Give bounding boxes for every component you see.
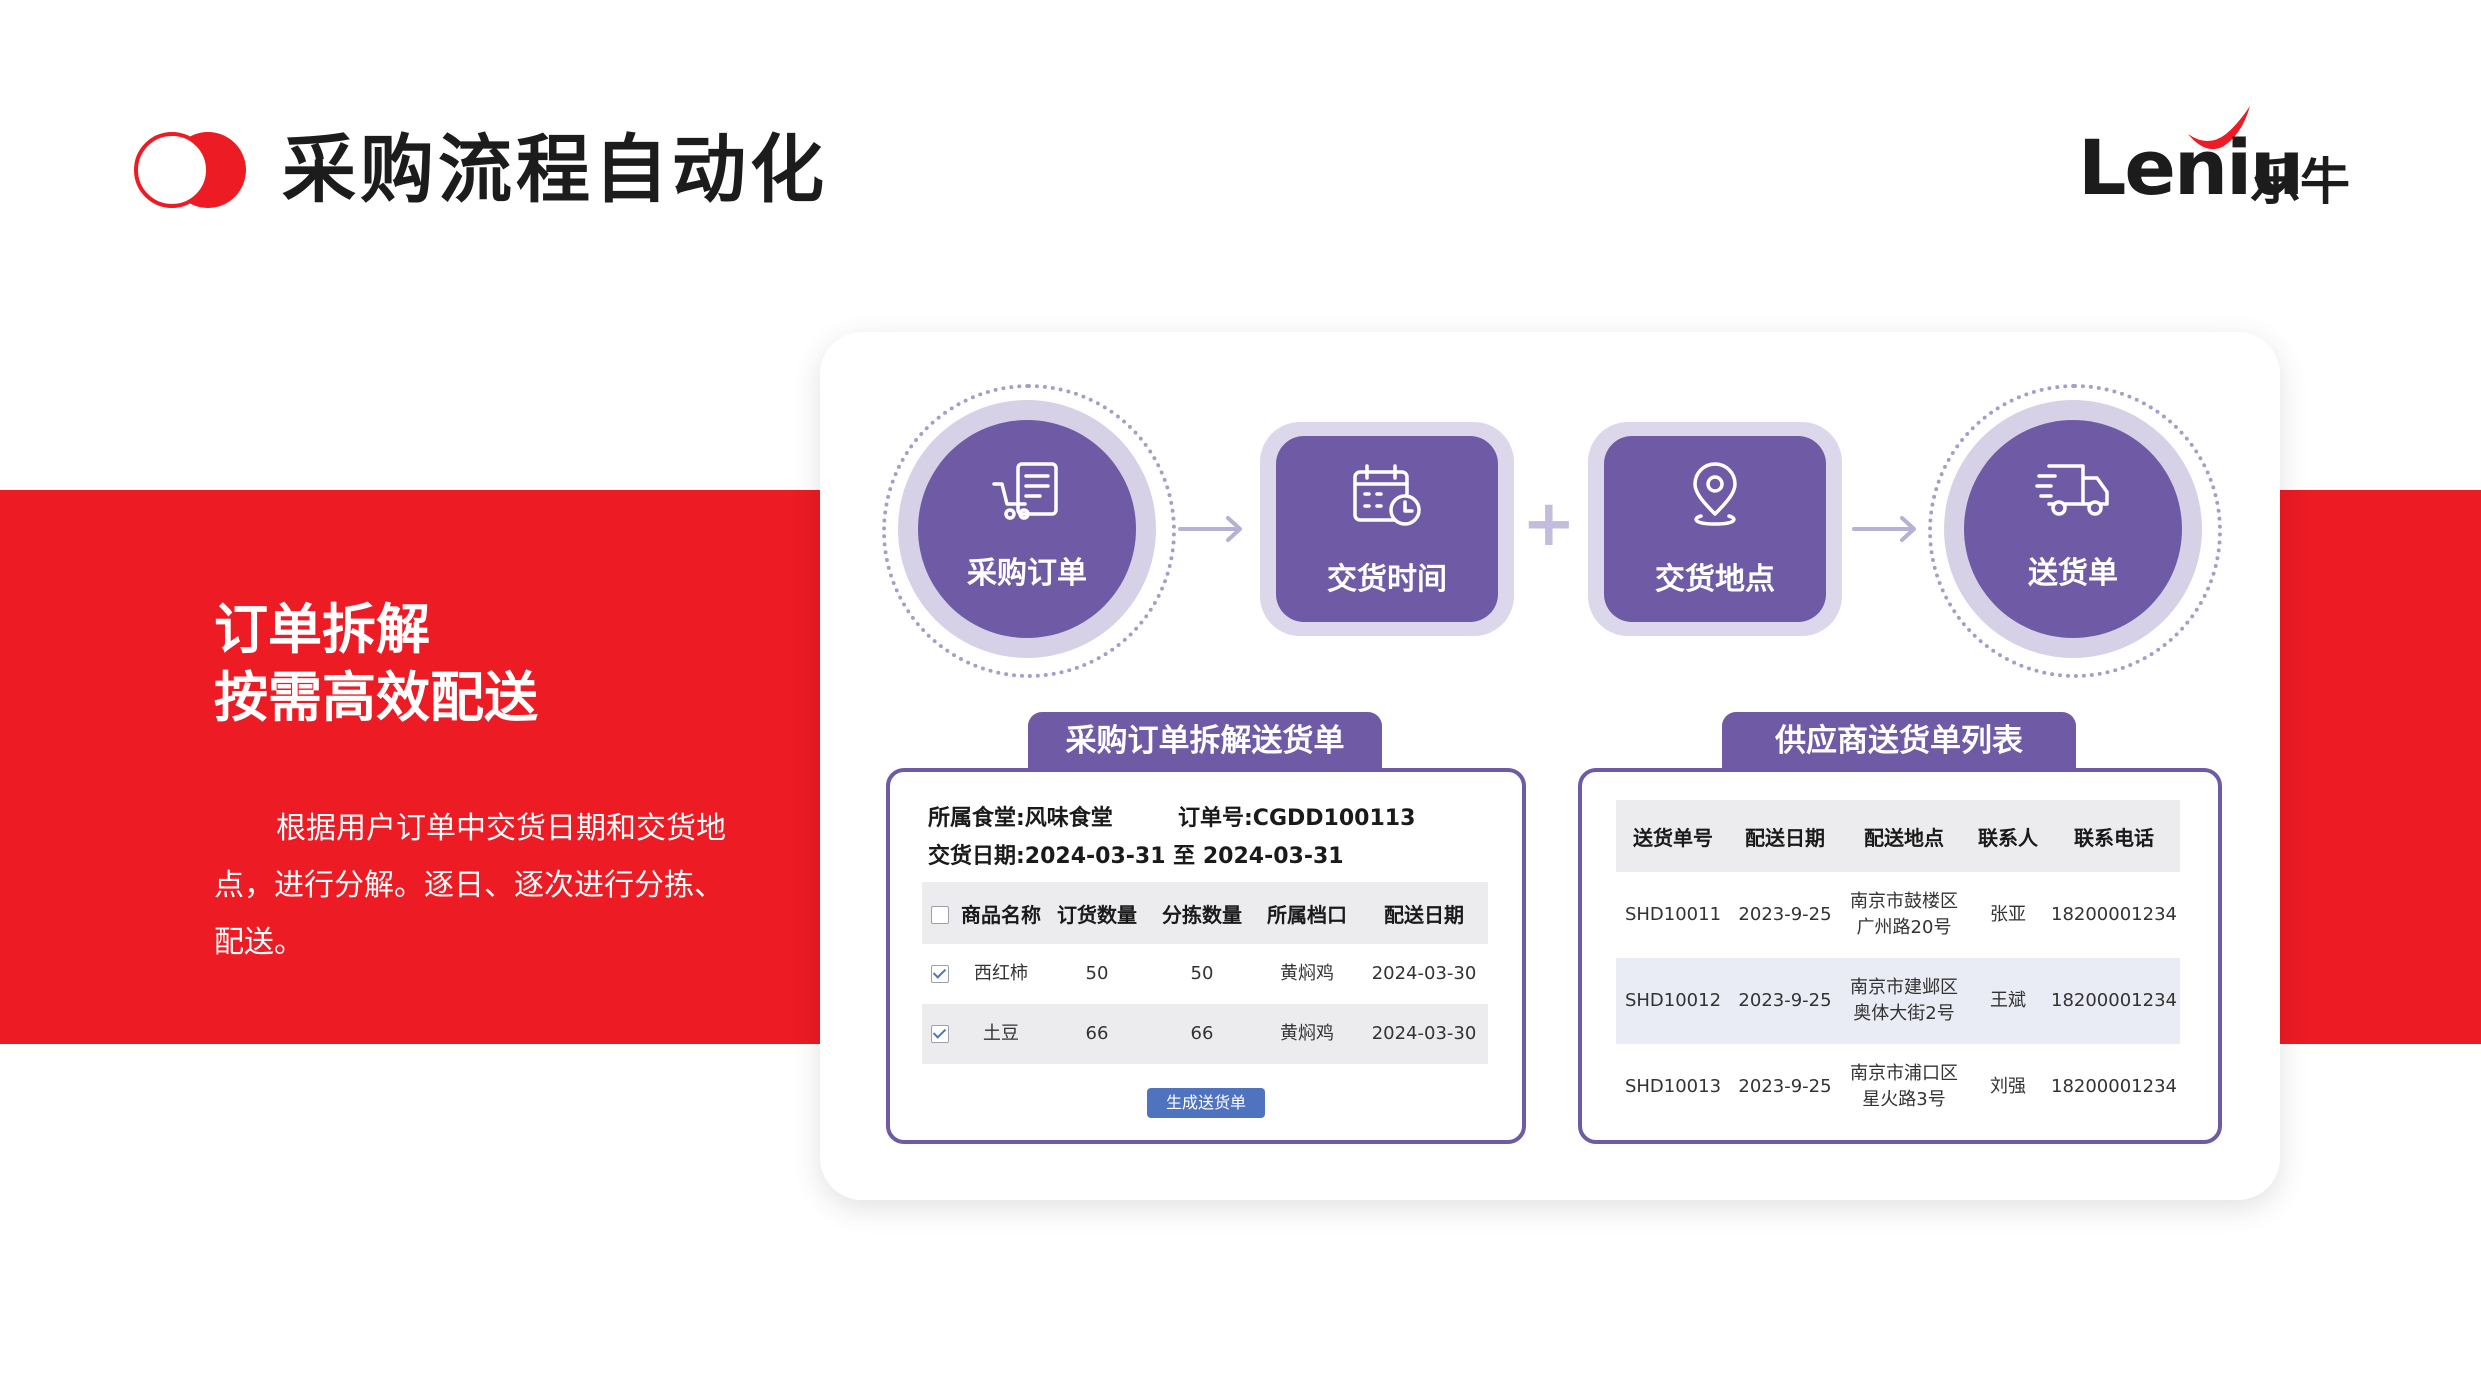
column-header: 订货数量 xyxy=(1057,902,1137,927)
generate-delivery-button[interactable]: 生成送货单 xyxy=(1147,1088,1265,1118)
select-all-checkbox[interactable] xyxy=(931,905,949,924)
table-cell: 2024-03-30 xyxy=(1371,963,1477,984)
location-pin-icon xyxy=(1693,462,1737,526)
flow-step-3-label: 交货地点 xyxy=(1655,562,1775,597)
address-cell: 南京市建邺区奥体大街2号 xyxy=(1840,958,1968,1044)
table-cell: 18200001234 xyxy=(2051,990,2177,1011)
table-cell: 2023-9-25 xyxy=(1738,1076,1832,1097)
description-line-1: 根据用户订单中交货日期和交货地 xyxy=(276,811,726,846)
address-cell: 南京市鼓楼区广州路20号 xyxy=(1840,872,1968,958)
table-cell: 2023-9-25 xyxy=(1738,904,1832,925)
table-cell: 50 xyxy=(1085,963,1109,984)
table-cell: 刘强 xyxy=(1990,1076,2026,1097)
brand-swoosh-icon xyxy=(2188,106,2250,150)
table-cell: 黄焖鸡 xyxy=(1280,963,1334,984)
canteen-label: 所属食堂:风味食堂 xyxy=(928,806,1113,831)
column-header: 送货单号 xyxy=(1633,825,1713,850)
table-cell: SHD10011 xyxy=(1624,904,1722,925)
table-cell: 66 xyxy=(1190,1023,1214,1044)
table-cell: SHD10012 xyxy=(1624,990,1722,1011)
split-table-header: 商品名称 订货数量 分拣数量 所属档口 配送日期 xyxy=(922,882,1488,944)
column-header: 商品名称 xyxy=(961,902,1041,927)
table-row[interactable]: 西红柿 50 50 黄焖鸡 2024-03-30 xyxy=(922,944,1488,1004)
supplier-panel xyxy=(1578,768,2222,1144)
supplier-table-header: 送货单号 配送日期 配送地点 联系人 联系电话 xyxy=(1616,800,2180,872)
table-row[interactable]: SHD10013 2023-9-25 南京市浦口区星火路3号 刘强 182000… xyxy=(1616,1044,2180,1130)
flow-step-delivery-time: 交货时间 xyxy=(1260,422,1514,636)
table-cell: SHD10013 xyxy=(1624,1076,1722,1097)
flow-step-delivery-place: 交货地点 xyxy=(1588,422,1842,636)
arrow-right-icon xyxy=(1178,516,1242,542)
table-row[interactable]: SHD10012 2023-9-25 南京市建邺区奥体大街2号 王斌 18200… xyxy=(1616,958,2180,1044)
flow-step-delivery-note: 送货单 xyxy=(1928,384,2222,678)
flow-step-2-label: 交货时间 xyxy=(1327,562,1447,597)
flow-step-4-label: 送货单 xyxy=(2028,556,2118,591)
hero-headline: 订单拆解 按需高效配送 xyxy=(214,596,538,732)
column-header: 联系电话 xyxy=(2074,825,2154,850)
address-line: 星火路3号 xyxy=(1862,1089,1946,1110)
description-line-3: 配送。 xyxy=(214,925,304,960)
address-line: 南京市鼓楼区 xyxy=(1850,891,1958,912)
order-number-label: 订单号:CGDD100113 xyxy=(1178,806,1416,831)
column-header: 配送日期 xyxy=(1384,902,1464,927)
table-cell: 2023-9-25 xyxy=(1738,990,1832,1011)
arrow-right-icon xyxy=(1852,516,1916,542)
flow-step-purchase-order: 采购订单 xyxy=(882,384,1176,678)
headline-line-2: 按需高效配送 xyxy=(214,666,538,729)
delivery-date-label: 交货日期:2024-03-31 至 2024-03-31 xyxy=(928,844,1344,869)
delivery-truck-icon xyxy=(2035,464,2109,516)
description-line-2: 点，进行分解。逐日、逐次进行分拣、 xyxy=(214,868,724,903)
table-cell: 土豆 xyxy=(983,1023,1019,1044)
column-header: 分拣数量 xyxy=(1162,902,1242,927)
table-cell: 王斌 xyxy=(1990,990,2026,1011)
table-cell: 18200001234 xyxy=(2051,1076,2177,1097)
address-line: 广州路20号 xyxy=(1856,917,1952,938)
table-cell: 50 xyxy=(1190,963,1214,984)
column-header: 配送日期 xyxy=(1745,825,1825,850)
row-checkbox[interactable] xyxy=(931,965,949,983)
table-cell: 黄焖鸡 xyxy=(1280,1023,1334,1044)
calendar-clock-icon xyxy=(1353,464,1421,526)
split-table: 商品名称 订货数量 分拣数量 所属档口 配送日期 西红柿 50 50 黄焖鸡 2… xyxy=(922,882,1488,1064)
address-line: 南京市建邺区 xyxy=(1850,977,1958,998)
table-cell: 18200001234 xyxy=(2051,904,2177,925)
logo-mark-icon xyxy=(134,132,246,208)
table-cell: 西红柿 xyxy=(974,963,1028,984)
address-cell: 南京市浦口区星火路3号 xyxy=(1840,1044,1968,1130)
brand-logo: Leniu 乐牛 xyxy=(2078,104,2358,211)
headline-line-1: 订单拆解 xyxy=(214,598,430,661)
split-panel xyxy=(886,768,1526,1144)
brand-name-cn: 乐牛 xyxy=(2250,153,2350,211)
table-row[interactable]: 土豆 66 66 黄焖鸡 2024-03-30 xyxy=(922,1004,1488,1064)
table-cell: 张亚 xyxy=(1990,904,2026,925)
cart-list-icon xyxy=(992,462,1058,520)
tab-split-delivery[interactable]: 采购订单拆解送货单 xyxy=(1028,712,1382,770)
plus-sign: + xyxy=(1522,487,1576,561)
row-checkbox[interactable] xyxy=(931,1025,949,1043)
supplier-table: 送货单号 配送日期 配送地点 联系人 联系电话 SHD10011 2023-9-… xyxy=(1616,800,2180,1130)
tab-supplier-list[interactable]: 供应商送货单列表 xyxy=(1722,712,2076,770)
column-header: 所属档口 xyxy=(1267,902,1347,927)
brand-name-en: Leniu xyxy=(2078,123,2304,212)
address-line: 奥体大街2号 xyxy=(1853,1003,1955,1024)
flow-step-1-label: 采购订单 xyxy=(967,556,1087,591)
table-cell: 2024-03-30 xyxy=(1371,1023,1477,1044)
page-title: 采购流程自动化 xyxy=(282,127,828,213)
column-header: 配送地点 xyxy=(1864,825,1944,850)
hero-description: 根据用户订单中交货日期和交货地 点，进行分解。逐日、逐次进行分拣、 配送。 xyxy=(214,800,774,971)
address-line: 南京市浦口区 xyxy=(1850,1063,1958,1084)
table-row[interactable]: SHD10011 2023-9-25 南京市鼓楼区广州路20号 张亚 18200… xyxy=(1616,872,2180,958)
column-header: 联系人 xyxy=(1978,825,2038,850)
table-cell: 66 xyxy=(1085,1023,1109,1044)
